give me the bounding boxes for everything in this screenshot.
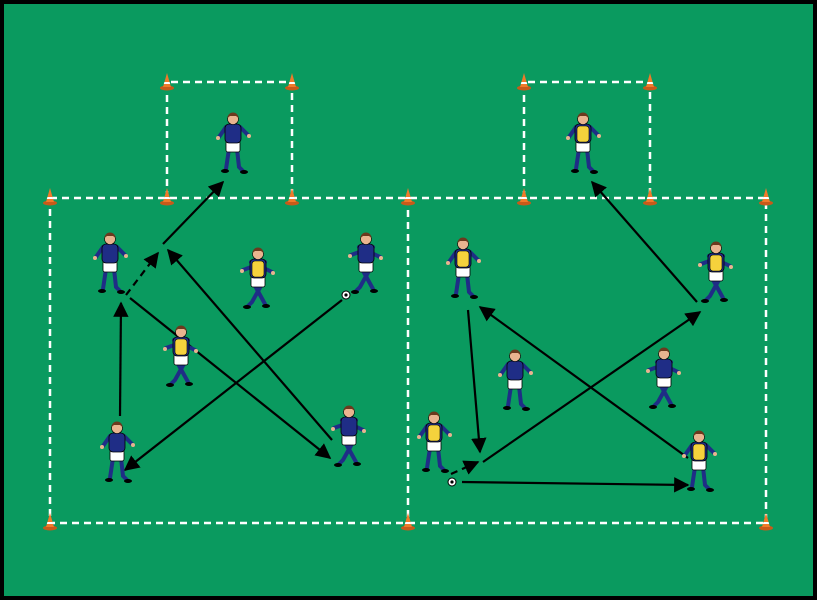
run-arrow-dashed xyxy=(125,251,159,296)
player-figure-icon xyxy=(331,405,366,467)
pass-arrow xyxy=(461,477,690,493)
pass-arrow xyxy=(113,301,129,417)
players xyxy=(93,112,733,492)
player-figure-icon xyxy=(348,232,383,294)
right-target-zone xyxy=(522,80,652,198)
player-figure-icon xyxy=(163,325,198,387)
player-figure-icon xyxy=(698,241,733,303)
pass-arrow xyxy=(123,299,343,471)
pass-arrow xyxy=(129,297,332,459)
player-figure-icon xyxy=(240,247,275,309)
pass-arrows xyxy=(113,180,702,493)
player-figure-icon xyxy=(446,237,481,299)
pass-arrow xyxy=(166,248,333,441)
player-figure-icon xyxy=(682,430,717,492)
player-figure-icon xyxy=(216,112,251,174)
run-arrow-dashed xyxy=(450,460,480,476)
player-figure-icon xyxy=(417,411,452,473)
player-figure-icon xyxy=(566,112,601,174)
player-figure-icon xyxy=(498,349,533,411)
pass-arrow xyxy=(590,180,698,303)
pass-arrow xyxy=(162,180,225,245)
pass-arrow xyxy=(478,306,689,459)
player-figure-icon xyxy=(100,421,135,483)
soccer-ball-icon xyxy=(341,290,351,300)
pass-arrow xyxy=(466,309,487,454)
player-figure-icon xyxy=(93,232,128,294)
soccer-ball-icon xyxy=(447,477,457,487)
player-figure-icon xyxy=(646,347,681,409)
